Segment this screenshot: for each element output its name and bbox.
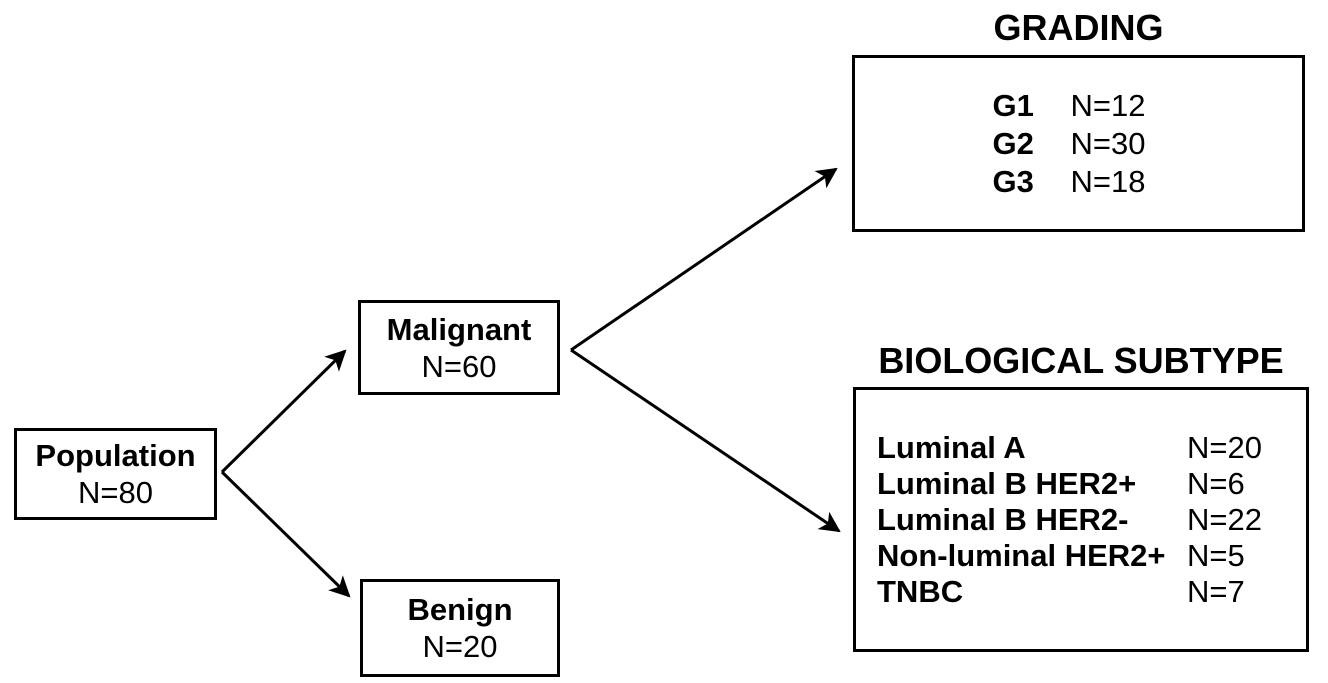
- grading-row-label: G2: [992, 125, 1034, 161]
- population-count: N=80: [78, 475, 153, 510]
- population-node: Population N=80: [14, 428, 217, 520]
- benign-count: N=20: [422, 629, 498, 664]
- biological-subtype-row-count: N=7: [1187, 573, 1245, 609]
- biological-subtype-row-count: N=22: [1187, 501, 1262, 537]
- biological-subtype-row: Luminal A N=20: [856, 430, 1306, 466]
- malignant-label: Malignant: [386, 311, 532, 347]
- grading-panel-title: GRADING: [993, 7, 1164, 48]
- grading-row-label: G1: [992, 87, 1034, 123]
- biological-subtype-row-label: Luminal B HER2+: [877, 465, 1137, 501]
- grading-row-count: N=30: [1070, 125, 1146, 161]
- benign-node: Benign N=20: [360, 579, 560, 677]
- biological-subtype-row-label: Luminal A: [877, 429, 1026, 465]
- biological-subtype-row-count: N=20: [1187, 429, 1262, 465]
- edge-malignant-grading-arrow: [570, 167, 838, 352]
- malignant-node: Malignant N=60: [358, 300, 560, 395]
- edge-population-benign-arrow: [220, 470, 351, 598]
- biological-subtype-row: Luminal B HER2- N=22: [856, 502, 1306, 538]
- biological-subtype-row-count: N=5: [1187, 537, 1245, 573]
- grading-row: G2 N=30: [993, 125, 1165, 163]
- edge-malignant-biological-subtype-arrow: [570, 348, 841, 533]
- biological-subtype-row: TNBC N=7: [856, 574, 1306, 610]
- edge-population-malignant-arrow: [220, 349, 347, 474]
- biological-subtype-row-label: Non-luminal HER2+: [877, 537, 1166, 573]
- benign-label: Benign: [407, 592, 513, 627]
- grading-row-count: N=12: [1070, 87, 1146, 123]
- grading-panel: G1 N=12 G2 N=30 G3 N=18: [852, 55, 1305, 232]
- malignant-count: N=60: [421, 348, 497, 384]
- biological-subtype-row: Non-luminal HER2+ N=5: [856, 538, 1306, 574]
- grading-row: G1 N=12: [993, 87, 1165, 125]
- grading-row-label: G3: [992, 163, 1034, 199]
- biological-subtype-panel-title: BIOLOGICAL SUBTYPE: [878, 340, 1284, 381]
- population-label: Population: [35, 438, 196, 473]
- biological-subtype-row-label: Luminal B HER2-: [877, 501, 1129, 537]
- biological-subtype-row-count: N=6: [1187, 465, 1245, 501]
- grading-row: G3 N=18: [993, 163, 1165, 201]
- biological-subtype-panel: Luminal A N=20 Luminal B HER2+ N=6 Lumin…: [853, 387, 1309, 652]
- biological-subtype-row: Luminal B HER2+ N=6: [856, 466, 1306, 502]
- grading-row-count: N=18: [1070, 163, 1146, 199]
- biological-subtype-row-label: TNBC: [877, 573, 964, 609]
